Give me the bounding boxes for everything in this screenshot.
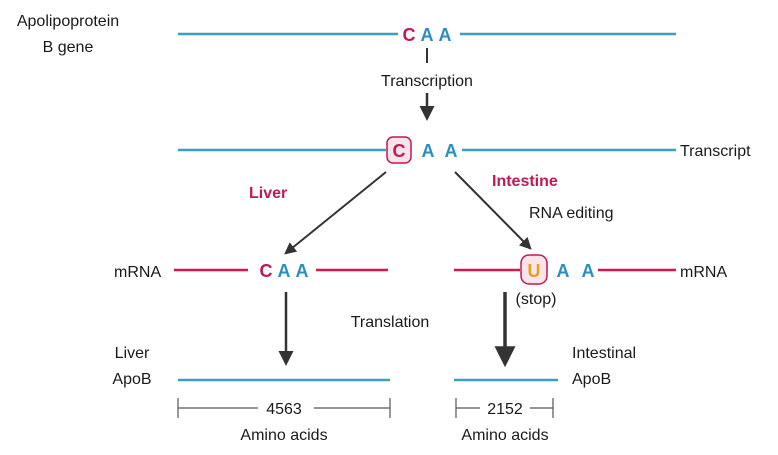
intestine-length-units: Amino acids (461, 427, 548, 444)
liver-mrna-label: mRNA (114, 264, 161, 281)
transcript-codon-base-2: A (422, 141, 435, 161)
intestine-codon-base-3: A (582, 261, 595, 281)
liver-tissue-label: Liver (249, 185, 287, 202)
intestine-codon-base-1: U (528, 261, 541, 281)
intestine-length-value: 2152 (487, 401, 523, 418)
liver-codon-base-3: A (296, 261, 309, 281)
intestine-edited-base-box (520, 254, 548, 285)
intestine-codon-base-2: A (557, 261, 570, 281)
liver-branch-arrow (284, 171, 387, 255)
gene-label-line1: Apolipoprotein (17, 13, 119, 30)
transcript-label: Transcript (680, 143, 751, 160)
intestine-protein-label-line2: ApoB (572, 371, 611, 388)
translation-label: Translation (351, 314, 430, 331)
intestine-tissue-label: Intestine (492, 173, 558, 190)
intestine-mrna-label: mRNA (680, 264, 727, 281)
gene-label-line2: B gene (43, 39, 94, 56)
stop-label: (stop) (516, 291, 557, 308)
liver-length-units: Amino acids (240, 427, 327, 444)
liver-protein-label-line1: Liver (115, 345, 150, 362)
gene-codon-base-2: A (421, 25, 434, 45)
liver-codon-base-2: A (278, 261, 291, 281)
transcription-label: Transcription (381, 73, 473, 90)
transcript-edit-site-box (386, 136, 412, 164)
transcript-codon-base-3: A (445, 141, 458, 161)
intestine-protein-label-line1: Intestinal (572, 345, 636, 362)
rna-editing-label: RNA editing (529, 205, 614, 222)
intestine-branch-arrow (454, 171, 532, 250)
transcript-codon-base-1: C (393, 141, 406, 161)
liver-protein-label-line2: ApoB (112, 371, 151, 388)
gene-codon-base-3: A (439, 25, 452, 45)
liver-length-value: 4563 (266, 401, 302, 418)
liver-codon-base-1: C (260, 261, 273, 281)
gene-codon-base-1: C (403, 25, 416, 45)
